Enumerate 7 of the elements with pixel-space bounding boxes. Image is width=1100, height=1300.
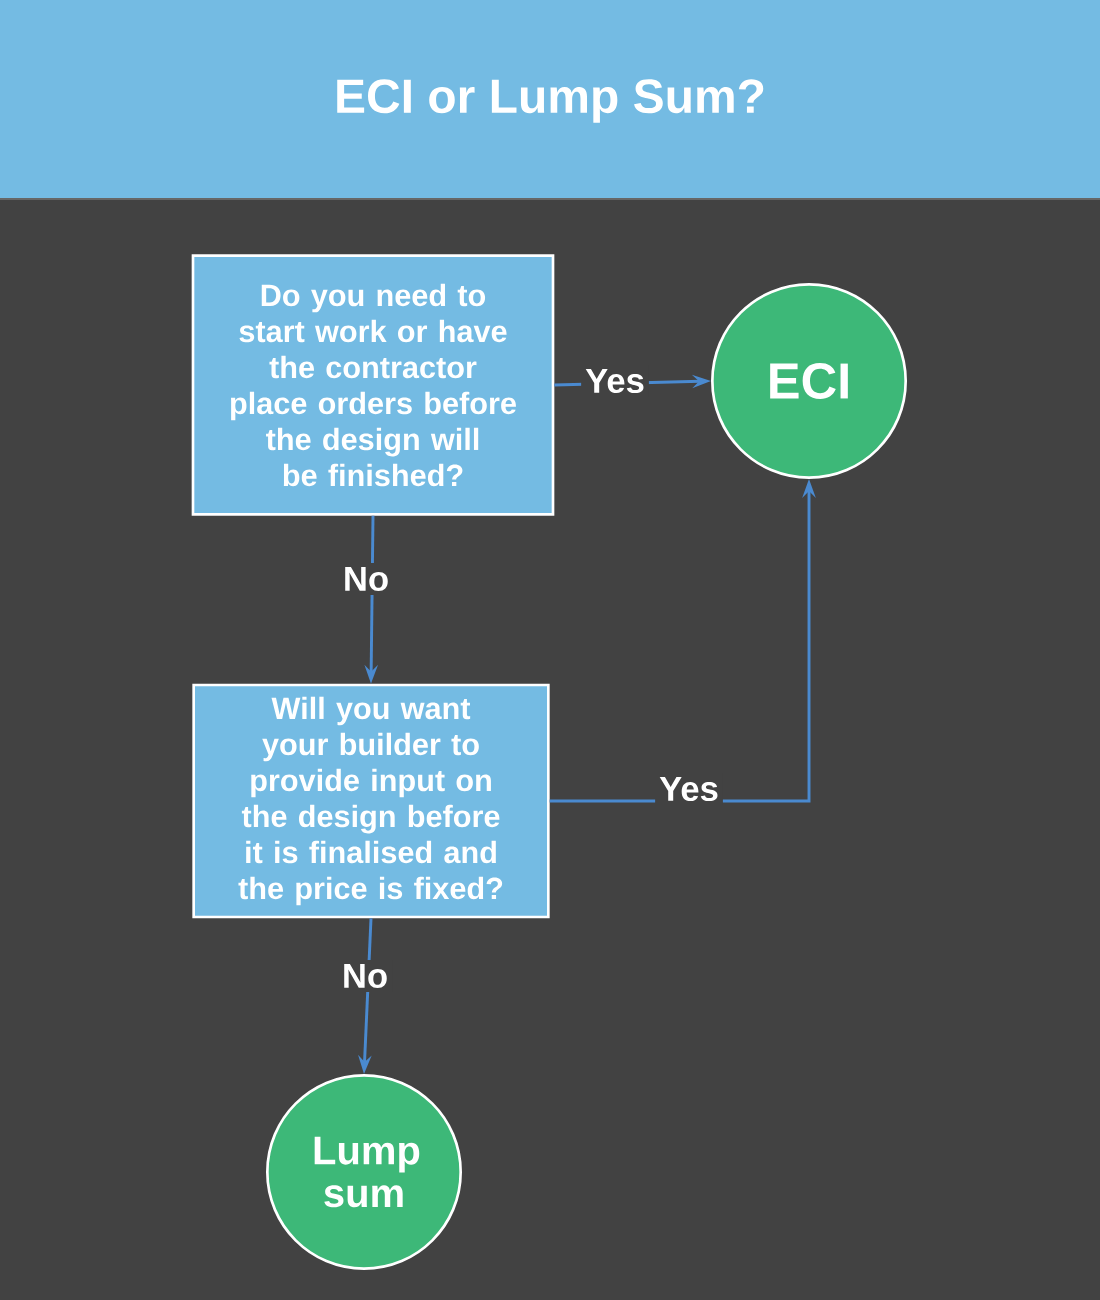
edge-label: Yes — [581, 364, 649, 398]
edge-label: Yes — [655, 772, 723, 806]
edge-label: No — [338, 562, 394, 596]
title: ECI or Lump Sum? — [337, 79, 764, 123]
question-box: Will you want your builder to provide input on the design before it is finalised and the price is fixed? — [192, 683, 550, 919]
question-box: Do you need to start work or have the contractor place orders before the design will be finished? — [191, 254, 555, 516]
edge-label: No — [337, 959, 393, 993]
